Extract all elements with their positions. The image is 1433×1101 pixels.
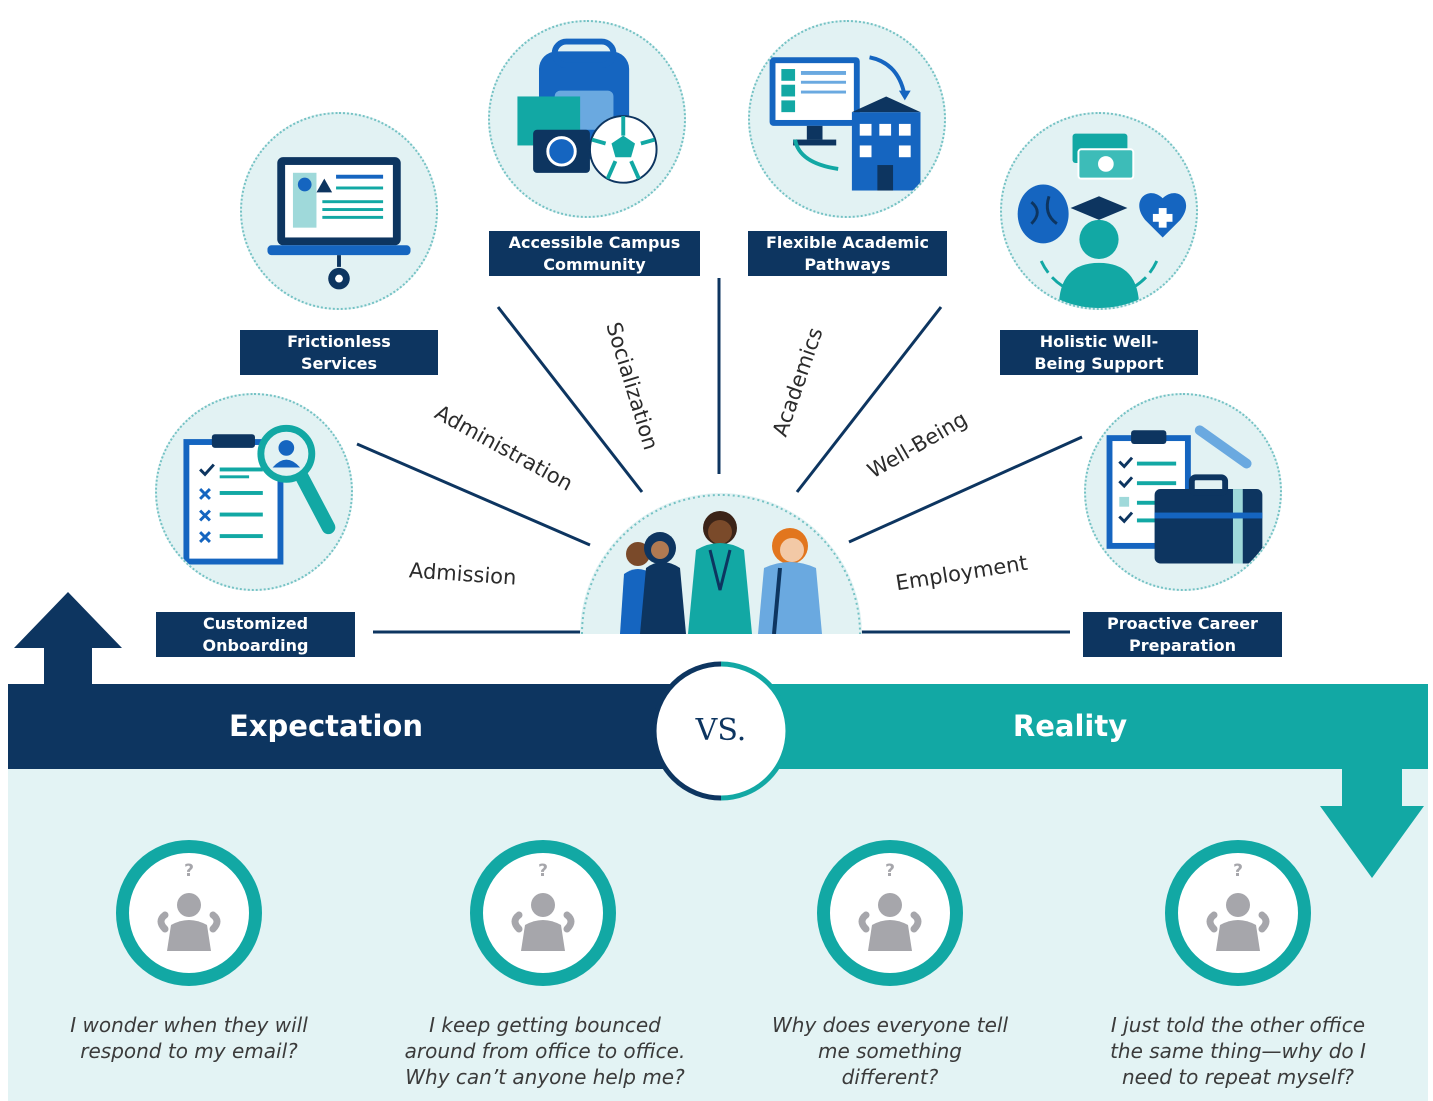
clipboard-magnifier-icon <box>155 393 353 591</box>
students-group-icon <box>580 493 862 634</box>
question-mark: ? <box>1233 861 1243 881</box>
clipboard-briefcase-icon <box>1084 393 1282 591</box>
reality-label: Reality <box>1012 709 1128 743</box>
question-mark: ? <box>885 861 895 881</box>
reality-band <box>720 684 1428 769</box>
expectation-label: Expectation <box>229 709 423 743</box>
question-mark: ? <box>538 861 548 881</box>
up-arrow-icon <box>14 592 122 690</box>
down-arrow-icon <box>1320 768 1424 878</box>
backpack-camera-ball-icon <box>488 20 686 218</box>
vs-label: VS. <box>695 713 747 748</box>
confused-person-icon: ? <box>1165 840 1311 986</box>
monitor-building-icon <box>748 20 946 218</box>
confused-person-icon: ? <box>817 840 963 986</box>
confused-person-icon: ? <box>116 840 262 986</box>
laptop-gear-icon <box>240 112 438 310</box>
label-holistic-well-being-support: Holistic Well-Being Support <box>1000 330 1198 375</box>
vs-badge: VS. <box>650 654 792 808</box>
expectation-band <box>8 684 720 769</box>
question-mark: ? <box>184 861 194 881</box>
confused-person-icon: ? <box>470 840 616 986</box>
brain-money-heart-icon <box>1000 112 1198 310</box>
